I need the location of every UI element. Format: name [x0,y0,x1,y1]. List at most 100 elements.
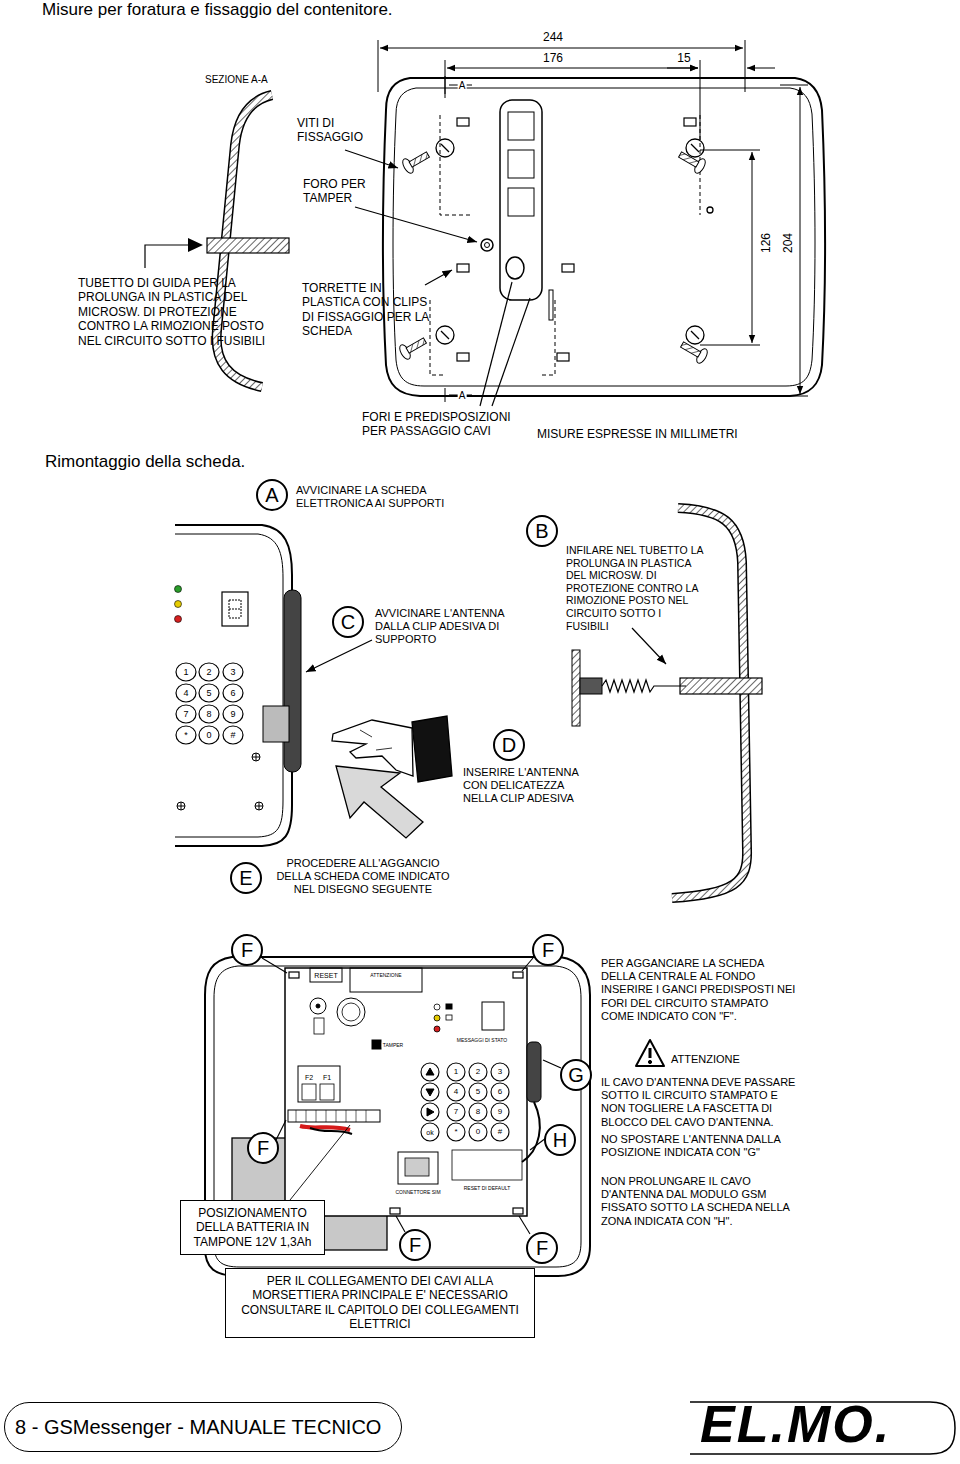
section-wall [572,650,580,726]
circuit-board [314,1018,324,1034]
hand-illustration [360,730,392,750]
node-text: 8 - GSMessenger - MANUALE TECNICO [15,1415,391,1439]
brand-logo: EL.MO. [700,1398,891,1450]
board-marking: ATTENZIONE [369,973,402,978]
control-panel [223,663,243,681]
dimension-line [445,388,472,402]
callout-text: MISURE ESPRESSE IN MILLIMETRI [537,427,797,441]
enclosure-base [686,326,704,344]
circuit-board [434,1004,440,1010]
circuit-board [289,972,523,1214]
dimension: 126 [760,232,772,254]
dimension: 15 [676,52,691,64]
circuit-board [469,1063,487,1081]
circuit-board [469,1083,487,1101]
control-panel [176,663,196,681]
dimension-line [447,68,698,69]
callout-text: AVVICINARE LA SCHEDA ELETTRONICA AI SUPP… [296,484,446,510]
section-wall [680,678,762,694]
circuit-board [300,1126,350,1130]
node-text: C [341,612,355,632]
callout-letter: F [247,1132,279,1164]
node-text: F [536,1238,548,1258]
node-text: F [542,940,554,960]
board-marking: RESET [313,972,338,979]
enclosure-base [707,207,713,213]
leader-line [276,1120,286,1140]
control-panel [177,753,263,810]
warning-symbol [636,1040,664,1066]
note-box: PER IL COLLEGAMENTO DEI CAVI ALLA MORSET… [225,1268,535,1338]
control-panel [175,534,283,837]
circuit-board [447,1123,465,1141]
control-panel [176,663,243,744]
direction-arrow [336,766,423,838]
callout-text: NO SPOSTARE L'ANTENNA DALLA POSIZIONE IN… [601,1133,796,1159]
note-box: POSIZIONAMENTO DELLA BATTERIA IN TAMPONE… [180,1200,325,1255]
node-text: F [257,1138,269,1158]
enclosure-base [457,353,469,361]
control-panel [223,684,243,702]
circuit-board [491,1123,509,1141]
node-text: D [502,735,516,755]
board-marking: # [497,1128,503,1136]
control-panel [177,802,185,810]
circuit-board [320,1084,334,1100]
enclosure-base [506,257,524,279]
section-wall [602,680,686,692]
callout-text: FORO PER TAMPER [303,177,393,206]
hand-illustration [412,716,452,782]
board-marking: # [229,731,236,740]
board-marking: MESSAGGI DI STATO [456,1038,508,1043]
circuit-board [390,1208,400,1214]
control-panel [177,802,185,810]
dimension-line [700,85,808,396]
dimension-line [378,40,745,140]
circuit-board [421,1123,439,1141]
fixing-screw [406,338,426,353]
section-heading: Rimontaggio della scheda. [45,452,245,472]
board-marking: 7 [182,710,189,719]
page-title: Misure per foratura e fissaggio del cont… [42,0,393,20]
leader-line [425,270,452,285]
board-marking: 4 [182,689,189,698]
callout-text: TORRETTE IN PLASTICA CON CLIPS DI FISSAG… [302,281,442,339]
node-text: POSIZIONAMENTO DELLA BATTERIA IN TAMPONE… [187,1206,318,1249]
gsm-antenna [522,1102,540,1162]
warning-symbol [648,1060,651,1063]
enclosure-base [457,118,469,126]
callout-text: PER AGGANCIARE LA SCHEDA DELLA CENTRALE … [601,957,796,1023]
leader-line [480,282,512,406]
board-marking: TAMPER [382,1043,404,1048]
section-wall [188,238,203,252]
control-panel [199,705,219,723]
circuit-board [513,1208,523,1214]
board-marking: 8 [205,710,212,719]
leader-line [519,1216,530,1234]
node-text: F [409,1235,421,1255]
board-marking: 4 [453,1088,459,1096]
fixing-screw [678,338,709,365]
fixing-screw [681,342,701,357]
section-marker: A [458,81,467,91]
board-marking: 9 [229,710,236,719]
board-marking: CONNETTORE SIM [394,1190,441,1195]
section-wall [145,245,192,268]
node-text: G [568,1065,584,1085]
node-text: A [265,485,278,505]
board-marking: 5 [475,1088,481,1096]
leader-line [306,640,372,672]
enclosure-base [430,115,700,375]
enclosure-base [481,239,493,251]
node-text: E [239,868,252,888]
enclosure-base [436,139,713,344]
board-marking: 7 [453,1108,459,1116]
circuit-board [491,1063,509,1081]
dimension-line [378,40,808,402]
board-marking: * [183,731,189,740]
dimension-line [800,87,801,394]
circuit-board [469,1103,487,1121]
callout-text: INFILARE NEL TUBETTO LA PROLUNGA IN PLAS… [566,544,706,632]
circuit-board [285,968,527,1216]
